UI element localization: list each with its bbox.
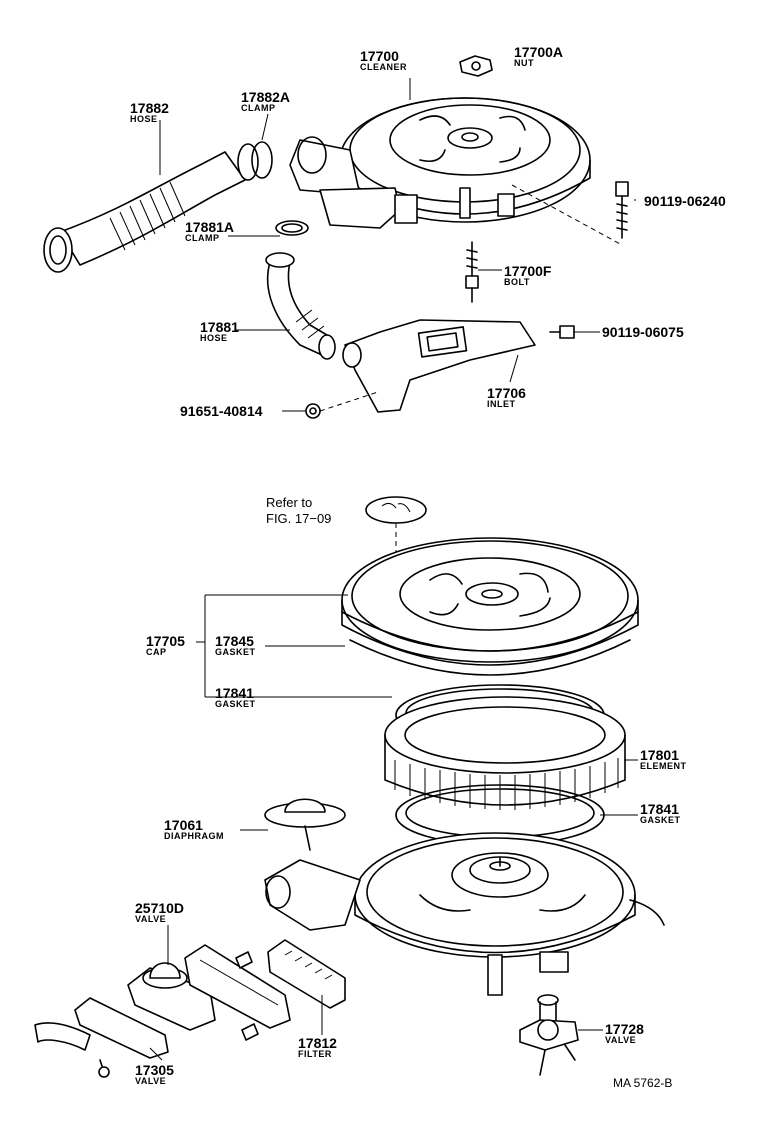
part-number: 91651-40814 (180, 403, 263, 419)
valve-17728 (519, 994, 579, 1076)
part-name: CLAMP (241, 103, 276, 113)
part-17700f-label: 17700F BOLT (504, 264, 551, 287)
part-name: DIAPHRAGM (164, 831, 224, 841)
diaphragm-17061 (264, 798, 346, 851)
part-number: 17706 (487, 385, 526, 401)
part-17705-label: 17705 CAP (146, 634, 185, 657)
part-number: 17841 (215, 685, 254, 701)
part-number: 17882 (130, 100, 169, 116)
part-name: INLET (487, 399, 516, 409)
part-17061-label: 17061 DIAPHRAGM (164, 818, 224, 841)
part-91651-40814-label: 91651-40814 (180, 404, 263, 418)
cap-17705 (341, 537, 639, 663)
leader-lines (149, 78, 638, 1061)
part-number: 17700A (514, 44, 564, 60)
part-number: 17700 (360, 48, 399, 64)
part-17812-label: 17812 FILTER (298, 1036, 337, 1059)
part-17700-label: 17700 CLEANER (360, 49, 407, 72)
part-number: 17700F (504, 263, 552, 279)
air-cleaner-assembly (289, 97, 591, 229)
part-number: 17882A (241, 89, 291, 105)
part-name: BOLT (504, 277, 530, 287)
filter-17812 (267, 939, 346, 1009)
part-number: 17881A (185, 219, 235, 235)
valve-25710d (127, 962, 216, 1031)
part-name: CLAMP (185, 233, 220, 243)
housing-plate (184, 944, 291, 1041)
part-17305-label: 17305 VALVE (135, 1063, 174, 1086)
part-name: CLEANER (360, 62, 408, 72)
element-17801 (384, 696, 626, 810)
part-number: 17841 (640, 801, 679, 817)
part-17841-lower-label: 17841 GASKET (640, 802, 681, 825)
reference-line-1: Refer to (266, 495, 313, 510)
part-17882a-label: 17882A CLAMP (241, 90, 290, 113)
bolt-90119-06240 (615, 181, 629, 239)
cleaner-body (264, 832, 665, 996)
part-name: HOSE (200, 333, 228, 343)
bolt-90119-06075 (549, 325, 575, 339)
part-number: 17881 (200, 319, 239, 335)
part-17845-label: 17845 GASKET (215, 634, 256, 657)
hose-17881 (265, 252, 336, 360)
part-25710d-label: 25710D VALVE (135, 901, 184, 924)
part-name: NUT (514, 58, 534, 68)
part-90119-06075-label: 90119-06075 (602, 325, 684, 339)
part-number: 17061 (164, 817, 203, 833)
part-number: 25710D (135, 900, 185, 916)
nut-17700a (459, 55, 493, 77)
part-17706-label: 17706 INLET (487, 386, 526, 409)
part-17841-upper-label: 17841 GASKET (215, 686, 256, 709)
part-17801-label: 17801 ELEMENT (640, 748, 687, 771)
part-name: VALVE (135, 1076, 167, 1086)
figure-code: MA 5762-B (613, 1076, 673, 1090)
part-17881-label: 17881 HOSE (200, 320, 239, 343)
clamp-17882a (237, 141, 273, 181)
part-name: GASKET (640, 815, 681, 825)
part-number: 17845 (215, 633, 254, 649)
part-17728-label: 17728 VALVE (605, 1022, 644, 1045)
part-17700a-label: 17700A NUT (514, 45, 563, 68)
hose-17882 (43, 151, 246, 273)
part-number: 17728 (605, 1021, 644, 1037)
part-name: CAP (146, 647, 167, 657)
part-number: 17812 (298, 1035, 337, 1051)
bolt-17700f (465, 241, 479, 303)
part-number: 90119-06240 (644, 193, 726, 209)
reference-disc (365, 496, 427, 524)
gasket-17845 (341, 599, 639, 676)
washer-91651-40814 (305, 403, 321, 419)
part-name: VALVE (605, 1035, 637, 1045)
part-number: 17801 (640, 747, 679, 763)
reference-line-2: FIG. 17−09 (266, 511, 332, 527)
part-number: 17305 (135, 1062, 174, 1078)
part-name: GASKET (215, 699, 256, 709)
inlet-17706 (342, 319, 536, 413)
part-number: 90119-06075 (602, 324, 684, 340)
part-name: VALVE (135, 914, 167, 924)
part-name: HOSE (130, 114, 158, 124)
part-17882-label: 17882 HOSE (130, 101, 169, 124)
part-name: ELEMENT (640, 761, 687, 771)
valve-17305 (34, 997, 169, 1078)
part-90119-06240-label: 90119-06240 (644, 194, 726, 208)
part-17881a-label: 17881A CLAMP (185, 220, 234, 243)
part-name: GASKET (215, 647, 256, 657)
part-number: 17705 (146, 633, 185, 649)
part-name: FILTER (298, 1049, 332, 1059)
reference-note: Refer to FIG. 17−09 (266, 495, 331, 528)
clamp-17881a (275, 220, 309, 236)
